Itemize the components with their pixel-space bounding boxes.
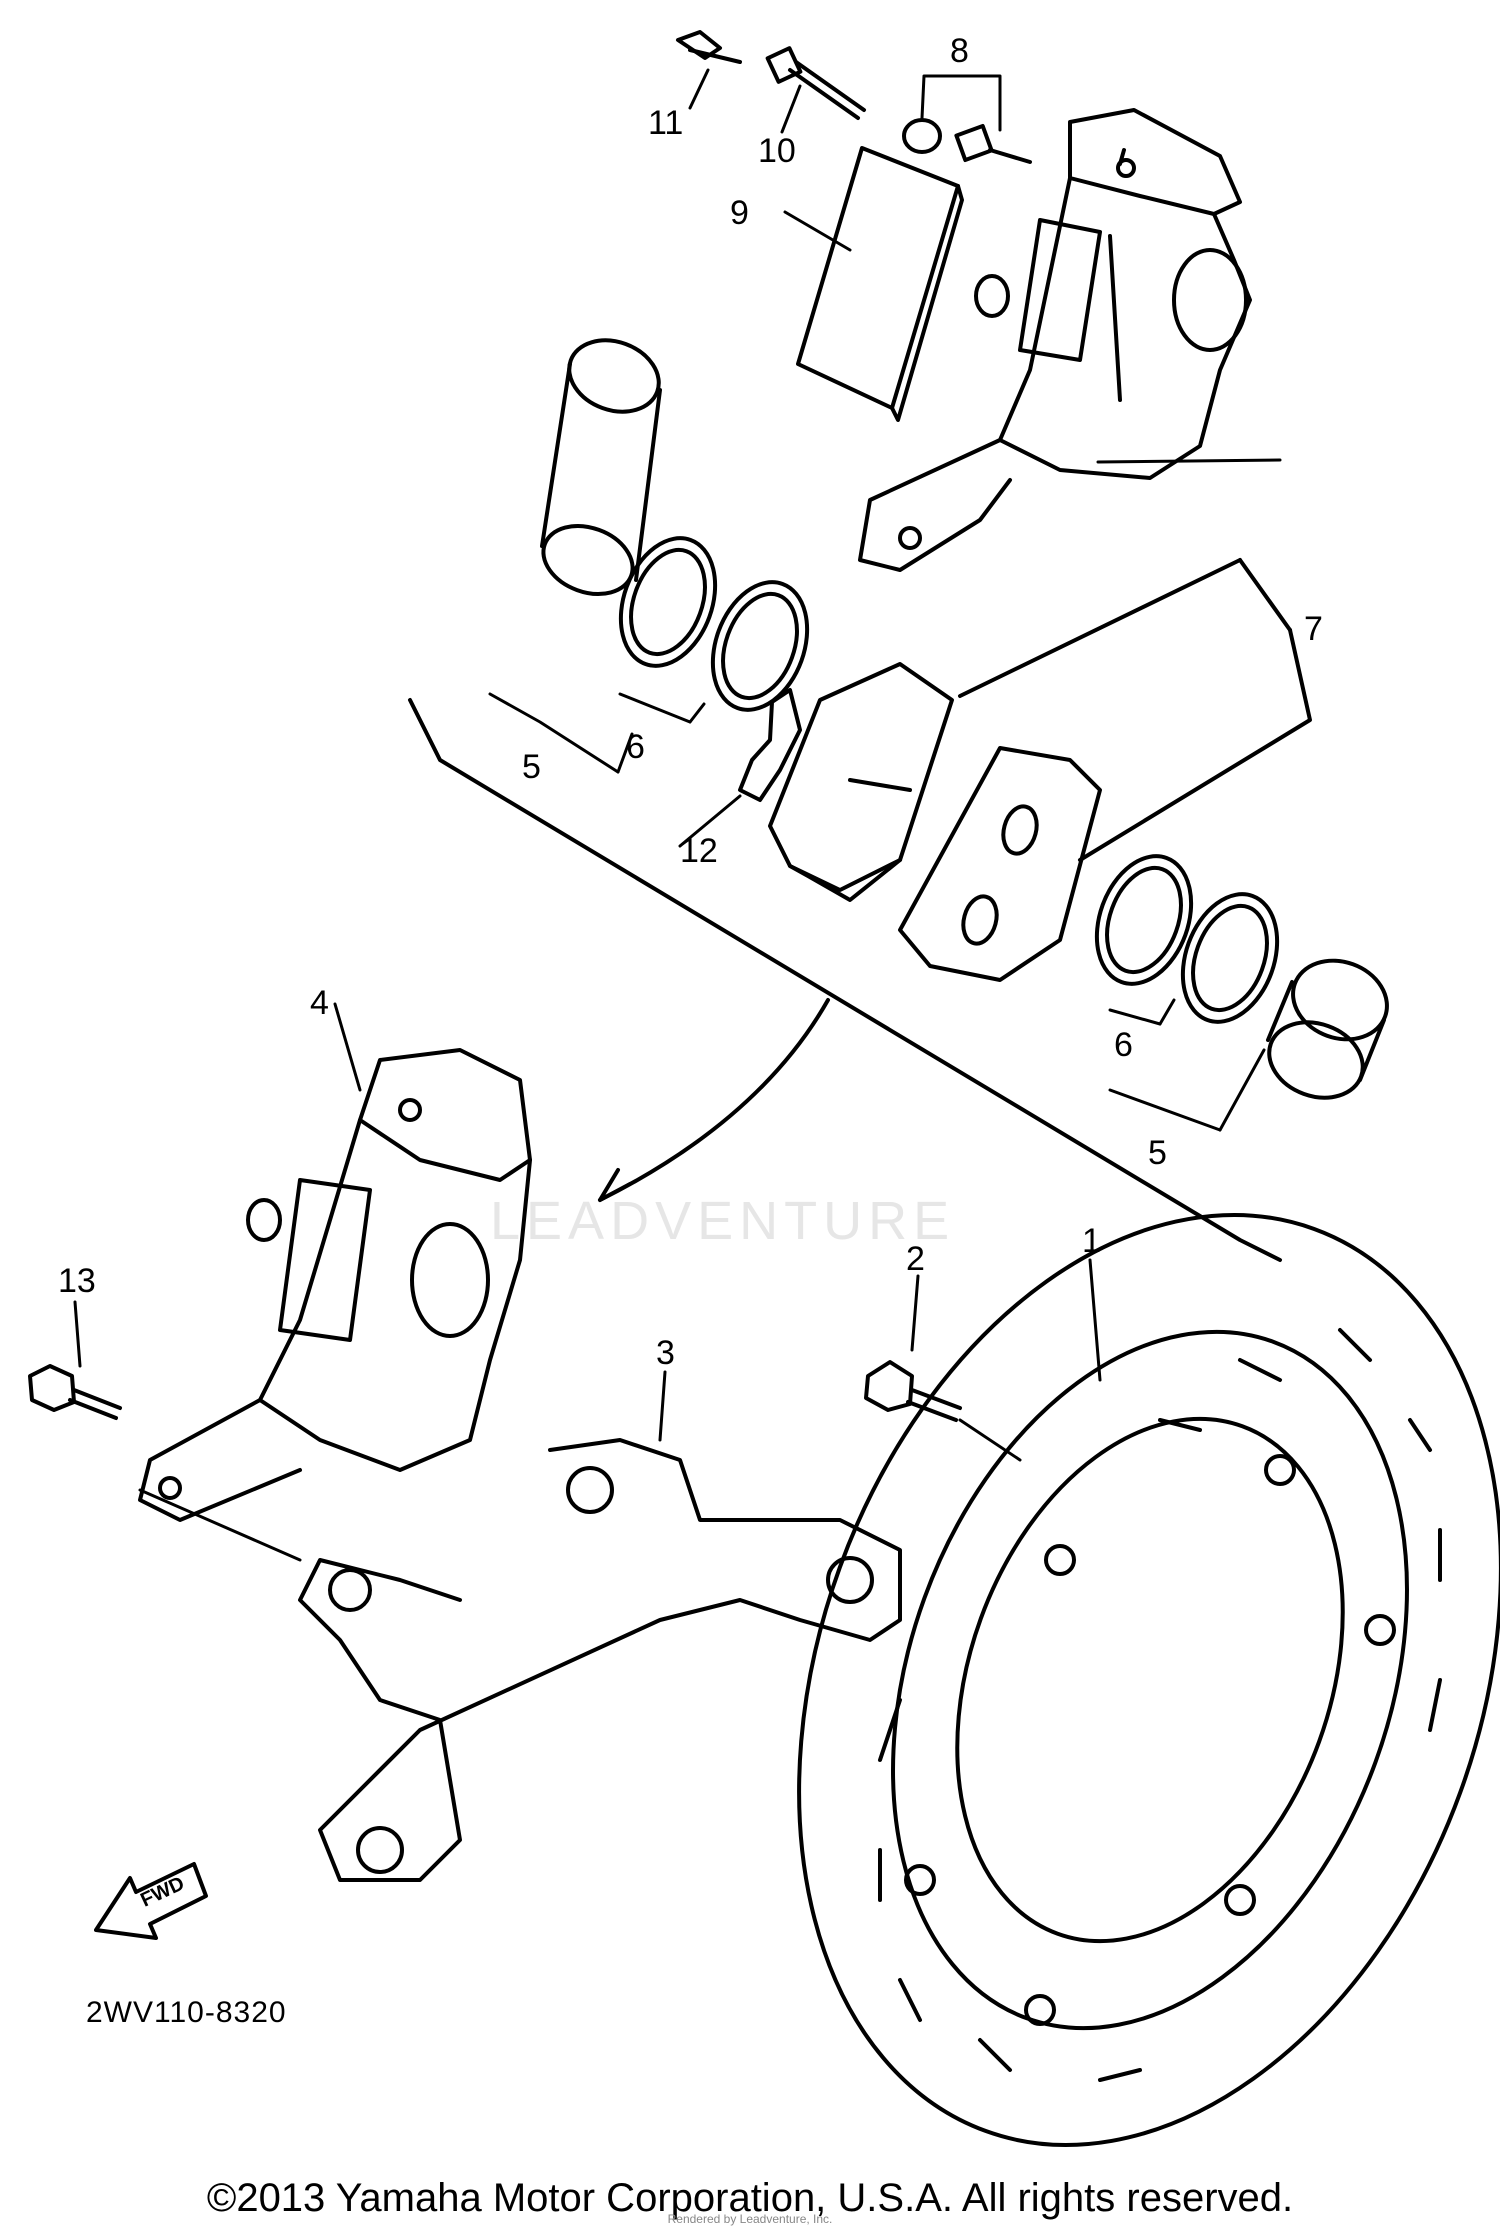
- watermark: LEADVENTURE: [490, 1191, 956, 1251]
- assembly-bracket-line: [408, 558, 1312, 1262]
- callout-7: 7: [1304, 610, 1323, 648]
- part-5-piston-upper: [540, 338, 662, 596]
- diagram-code: 2WV110-8320: [86, 1996, 287, 2029]
- callout-5a: 5: [522, 748, 541, 786]
- assembly-arrow: [598, 998, 830, 1202]
- part-1-brake-disc: [797, 1213, 1500, 2147]
- footer-credit: Rendered by Leadventure, Inc.: [667, 2212, 833, 2226]
- part-2-bolt: [864, 1360, 962, 1422]
- callout-6a: 6: [626, 728, 645, 766]
- callout-3: 3: [656, 1334, 675, 1372]
- leader-lines: [73, 68, 1282, 1562]
- part-3-bracket: [298, 1438, 902, 1882]
- part-9-shim: [796, 146, 964, 422]
- callout-11: 11: [648, 104, 684, 142]
- part-4-caliper-half: [138, 1048, 532, 1522]
- part-5-piston-lower: [1266, 958, 1389, 1100]
- part-1-caliper-half: [858, 108, 1252, 572]
- part-10-pin: [765, 46, 866, 120]
- callout-4: 4: [310, 984, 329, 1022]
- part-12-pad-spring: [738, 688, 802, 802]
- callout-13: 13: [58, 1262, 96, 1300]
- part-6-seals-upper: [618, 536, 810, 712]
- callout-1: 1: [1082, 1222, 1101, 1260]
- part-13-bolt: [28, 1364, 122, 1420]
- callout-5b: 5: [1148, 1134, 1167, 1172]
- callout-12: 12: [680, 832, 718, 870]
- part-11-clip: [676, 30, 742, 64]
- copyright-notice: ©2013 Yamaha Motor Corporation, U.S.A. A…: [206, 2176, 1294, 2220]
- callout-8: 8: [950, 32, 969, 70]
- callout-10: 10: [758, 132, 796, 170]
- part-7-pad-kit: [768, 662, 1102, 982]
- callout-9: 9: [730, 194, 749, 232]
- callout-6b: 6: [1114, 1026, 1133, 1064]
- callout-2: 2: [906, 1240, 925, 1278]
- part-6-seals-lower: [1094, 854, 1280, 1024]
- part-8-plugs: [902, 118, 1032, 164]
- fwd-arrow-icon: [94, 1862, 208, 1940]
